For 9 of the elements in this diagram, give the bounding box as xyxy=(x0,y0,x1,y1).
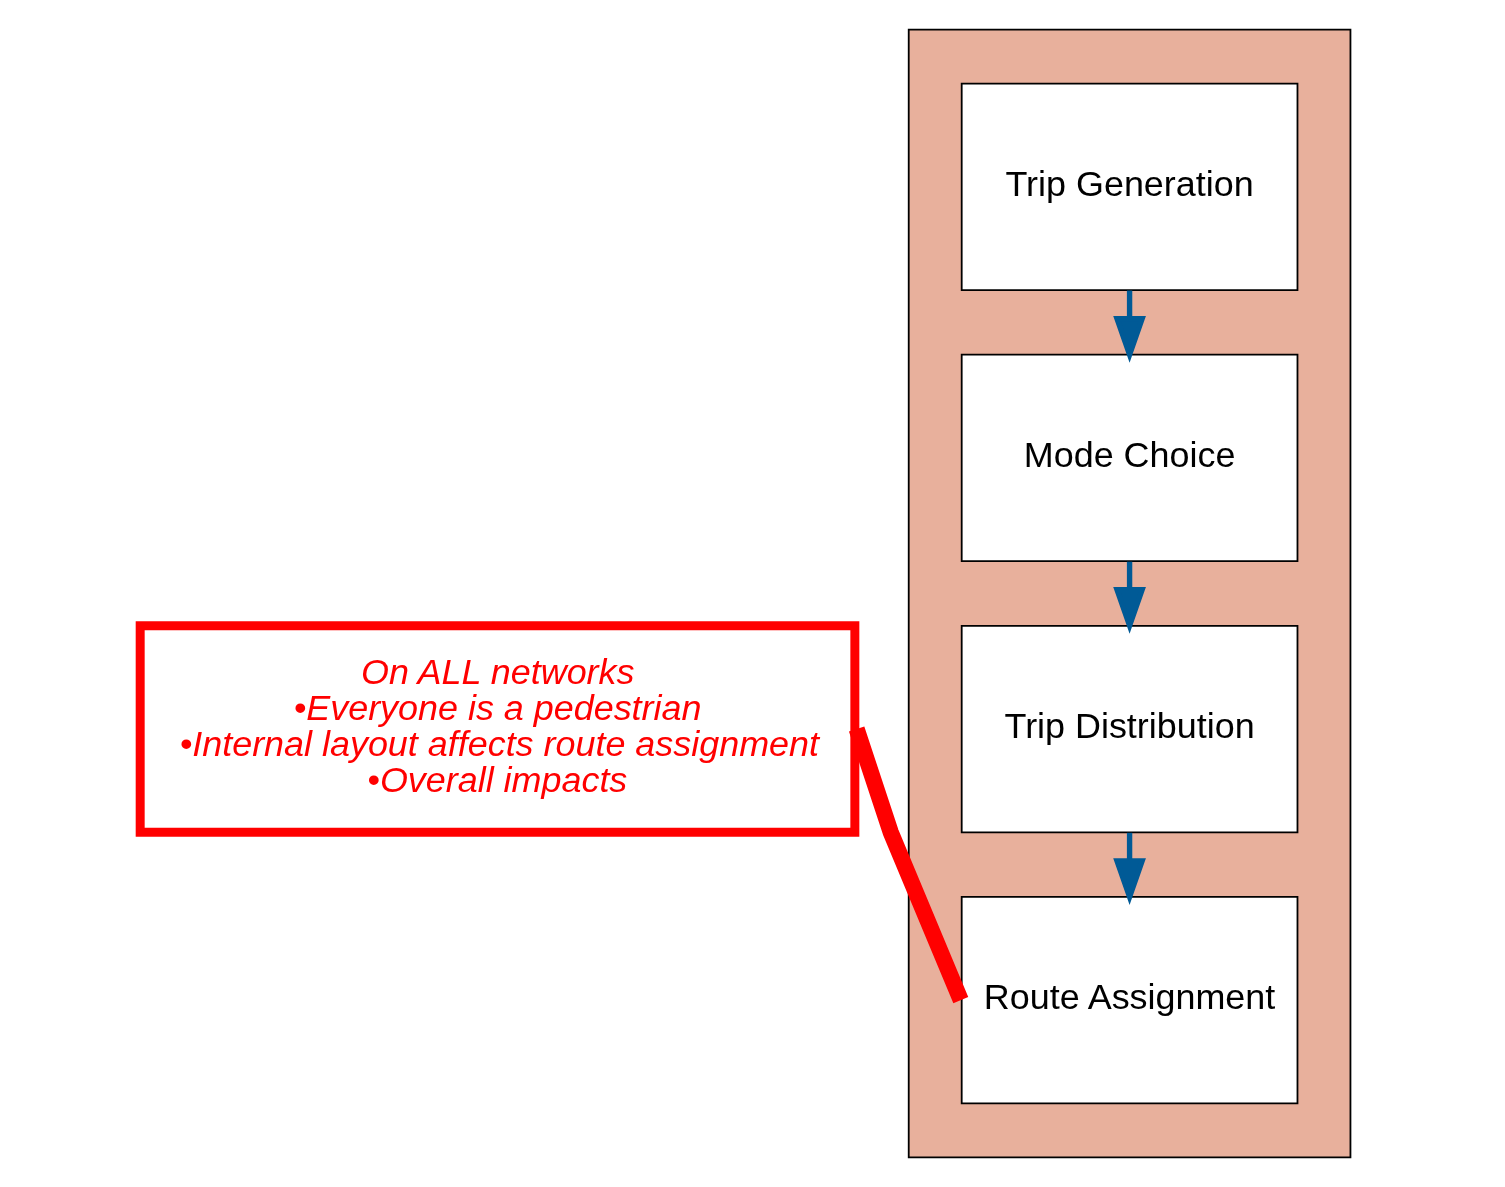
node-box: Route Assignment xyxy=(960,896,1299,1105)
arrow xyxy=(1113,561,1146,634)
arrow xyxy=(1113,290,1146,363)
node-box: On ALL networks •Everyone is a pedestrian •Internal layout affects route assignment •Overall impacts xyxy=(135,621,860,837)
cluster xyxy=(907,28,1352,1159)
arrow xyxy=(1113,832,1146,905)
node-box: Mode Choice xyxy=(960,353,1299,563)
node-box: Trip Generation xyxy=(960,82,1299,291)
node-box: Trip Distribution xyxy=(960,624,1299,834)
